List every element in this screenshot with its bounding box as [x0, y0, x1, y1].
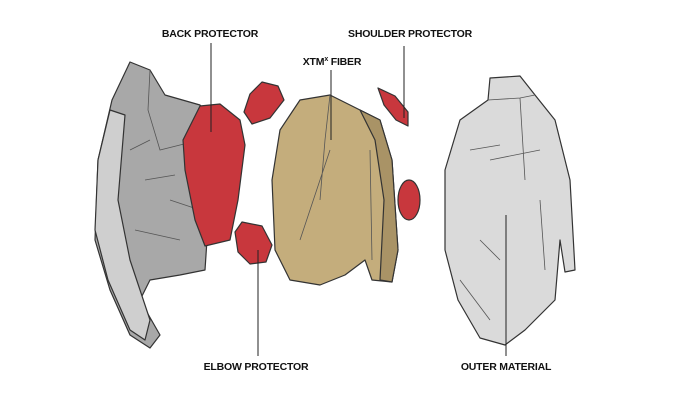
elbow-protector-label: ELBOW PROTECTOR: [204, 361, 309, 373]
upper-arm-protector: [243, 81, 285, 125]
xtm-fiber-layer: [271, 94, 399, 286]
inner-jacket-shell: [94, 61, 216, 349]
xtm-fiber-label: XTMx FIBER: [303, 56, 362, 68]
back-protector-label: BACK PROTECTOR: [162, 28, 259, 40]
elbow-protector: [234, 221, 273, 265]
side-protector: [397, 179, 421, 221]
shoulder-protector-label: SHOULDER PROTECTOR: [348, 28, 473, 40]
back-protector: [182, 103, 246, 247]
outer-material-label: OUTER MATERIAL: [461, 361, 552, 373]
shoulder-protector: [377, 87, 409, 127]
outer-material-jacket: [444, 75, 576, 346]
